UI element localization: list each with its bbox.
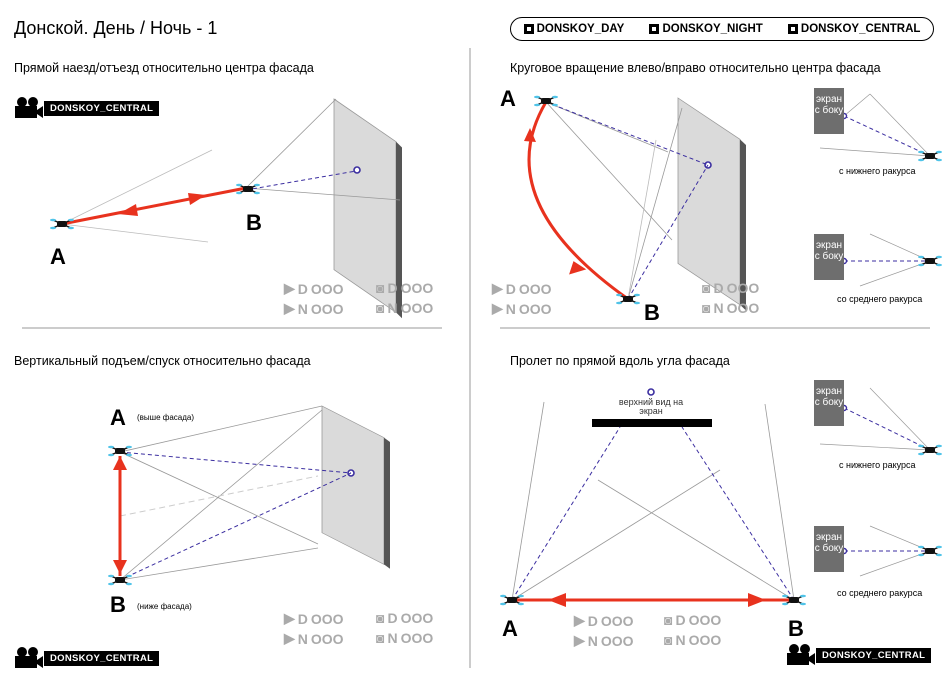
side-screen: экран с боку xyxy=(814,234,844,280)
photo-camera-icon: ◙ xyxy=(702,280,711,296)
legend-item-central[interactable]: DONSKOY_CENTRAL xyxy=(787,23,921,35)
view-caption: со среднего ракурса xyxy=(837,294,923,304)
view-caption: с нижнего ракурса xyxy=(839,460,916,470)
video-camera-icon: ▶ xyxy=(284,610,295,626)
legend-item-day[interactable]: DONSKOY_DAY xyxy=(523,23,625,35)
video-camera-icon: ▶ xyxy=(574,612,585,628)
legend-label: DONSKOY_CENTRAL xyxy=(800,23,921,35)
point-b-note: (ниже фасада) xyxy=(137,602,192,611)
camera-tag: DONSKOY_CENTRAL xyxy=(14,646,160,670)
photo-camera-icon: ◙ xyxy=(376,630,385,646)
photo-camera-icon: ◙ xyxy=(702,300,711,316)
panel4-title: Пролет по прямой вдоль угла фасада xyxy=(510,354,730,368)
camera-square-icon xyxy=(787,24,798,34)
path-p1 xyxy=(61,186,247,226)
camera-square-icon xyxy=(649,24,660,34)
legend: DONSKOY_DAY DONSKOY_NIGHT DONSKOY_CENTRA… xyxy=(510,17,934,41)
point-a-note: (выше фасада) xyxy=(137,413,195,422)
view-caption: со среднего ракурса xyxy=(837,588,923,598)
view-caption: с нижнего ракурса xyxy=(839,166,916,176)
video-camera-icon: ▶ xyxy=(284,630,295,646)
movie-camera-icon xyxy=(15,647,43,668)
camera-tag: DONSKOY_CENTRAL xyxy=(14,96,160,120)
point-a: A xyxy=(502,616,518,641)
photo-camera-icon: ◙ xyxy=(376,300,385,316)
point-a: A xyxy=(50,244,66,269)
legend-label: DONSKOY_NIGHT xyxy=(662,23,763,35)
camera-tag: DONSKOY_CENTRAL xyxy=(786,643,932,667)
panel3-title: Вертикальный подъем/спуск относительно ф… xyxy=(14,354,311,368)
video-camera-icon: ▶ xyxy=(284,280,295,296)
page-title: Донской. День / Ночь - 1 xyxy=(14,18,218,38)
panel1-title: Прямой наезд/отъезд относительно центра … xyxy=(14,61,314,75)
video-camera-icon: ▶ xyxy=(492,280,503,296)
photo-camera-icon: ◙ xyxy=(664,612,673,628)
video-camera-icon: ▶ xyxy=(492,300,503,316)
camera-tag-label: DONSKOY_CENTRAL xyxy=(44,100,160,116)
video-camera-icon: ▶ xyxy=(284,300,295,316)
photo-camera-icon: ◙ xyxy=(664,632,673,648)
point-b: B xyxy=(788,616,804,641)
movie-camera-icon xyxy=(15,97,43,118)
camera-tag-label: DONSKOY_CENTRAL xyxy=(44,650,160,666)
side-screen: экран с боку xyxy=(814,526,844,572)
point-b: B xyxy=(644,300,660,325)
movie-camera-icon xyxy=(787,644,815,665)
point-a: A xyxy=(500,86,516,111)
legend-item-night[interactable]: DONSKOY_NIGHT xyxy=(649,23,763,35)
side-screen: экран с боку xyxy=(814,380,844,426)
top-view-caption: верхний вид на экран xyxy=(618,397,684,416)
photo-camera-icon: ◙ xyxy=(376,610,385,626)
photo-camera-icon: ◙ xyxy=(376,280,385,296)
point-b: B xyxy=(110,592,126,617)
point-a: A xyxy=(110,405,126,430)
panel2-title: Круговое вращение влево/вправо относител… xyxy=(510,61,881,75)
camera-tag-label: DONSKOY_CENTRAL xyxy=(816,647,932,663)
legend-label: DONSKOY_DAY xyxy=(536,23,625,35)
side-screen: экран с боку xyxy=(814,88,844,134)
point-b: B xyxy=(246,210,262,235)
video-camera-icon: ▶ xyxy=(574,632,585,648)
camera-square-icon xyxy=(523,24,534,34)
